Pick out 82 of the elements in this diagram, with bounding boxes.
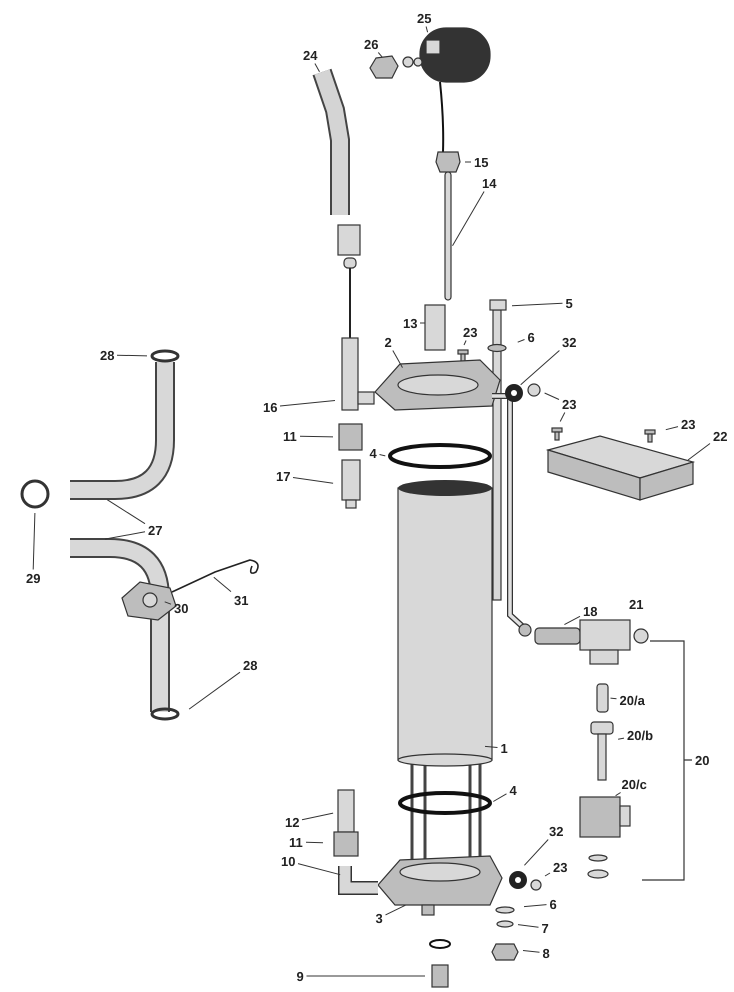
leader-line [426, 26, 428, 33]
callout-number: 4 [368, 446, 378, 460]
callout-number: 23 [680, 416, 696, 432]
callout-number: 23 [561, 396, 578, 412]
leader-line [188, 672, 240, 710]
callout-number: 6 [548, 896, 558, 912]
callout-number: 26 [363, 36, 380, 52]
leader-line [116, 354, 148, 356]
leader-line [524, 904, 547, 908]
callout-number: 6 [526, 330, 536, 344]
callout-number: 1 [500, 740, 509, 756]
callout-number: 29 [25, 570, 42, 586]
leader-line [298, 863, 341, 876]
leader-line [300, 436, 334, 438]
leader-line [522, 950, 540, 953]
leader-line [618, 738, 624, 740]
leader-line [524, 839, 549, 866]
callout-number: 4 [508, 782, 518, 798]
leader-line [385, 904, 406, 916]
leader-line [104, 531, 146, 540]
callout-number: 27 [147, 522, 164, 538]
leader-line [665, 426, 678, 430]
callout-number: 32 [561, 334, 578, 350]
leader-line [106, 499, 146, 524]
callout-number: 11 [282, 428, 298, 444]
leader-line [520, 350, 560, 386]
leader-line [420, 322, 426, 324]
callout-number: 30 [173, 600, 190, 616]
leader-line [560, 412, 566, 422]
leader-line [610, 698, 617, 700]
leader-line [518, 924, 539, 928]
callout-number: 32 [548, 824, 564, 838]
leader-line [464, 340, 467, 346]
callout-number: 20/c [620, 776, 648, 792]
leader-line [517, 339, 525, 343]
leader-line [484, 746, 498, 748]
callout-number: 23 [552, 860, 568, 874]
leader-line [378, 52, 383, 58]
leader-line [544, 392, 560, 400]
leader-line [688, 443, 710, 460]
leader-line [379, 454, 386, 456]
callout-number: 21 [628, 596, 644, 612]
callout-number: 31 [233, 592, 250, 608]
callout-number: 16 [262, 400, 278, 414]
callout-number: 28 [99, 348, 116, 362]
callout-number: 23 [462, 324, 478, 340]
leader-line [544, 872, 550, 876]
leader-line [314, 63, 320, 72]
callout-number: 10 [280, 854, 296, 868]
leader-line [213, 576, 232, 592]
leader-line [492, 793, 507, 802]
leader-line [302, 812, 334, 820]
callout-number: 25 [416, 10, 432, 26]
callout-number: 20/a [618, 692, 646, 708]
callout-number: 20/b [626, 728, 654, 742]
callout-number: 15 [473, 154, 490, 170]
leader-line [280, 400, 336, 406]
leader-line [452, 191, 485, 246]
callout-number: 8 [542, 946, 551, 960]
leader-line [392, 350, 403, 368]
leader-line [306, 842, 324, 844]
callout-number: 22 [712, 428, 728, 444]
leader-line [564, 616, 580, 626]
callout-number: 5 [564, 296, 574, 310]
leader-line [164, 601, 172, 605]
leader-line [292, 477, 334, 484]
callout-number: 2 [384, 334, 393, 350]
callout-number: 24 [302, 48, 318, 62]
callout-number: 20 [694, 752, 710, 768]
callout-number: 13 [402, 316, 418, 330]
callout-number: 7 [540, 920, 550, 936]
callout-number: 18 [582, 604, 598, 618]
callout-number: 9 [296, 968, 305, 984]
callout-number: 28 [242, 658, 258, 672]
callout-number: 14 [481, 176, 498, 190]
callout-number: 12 [284, 814, 300, 830]
callout-number: 3 [374, 910, 384, 926]
leader-line [32, 512, 36, 570]
leader-line [512, 302, 563, 306]
callout-number: 11 [288, 834, 304, 850]
callout-number: 17 [275, 468, 292, 484]
leader-line [615, 792, 622, 796]
